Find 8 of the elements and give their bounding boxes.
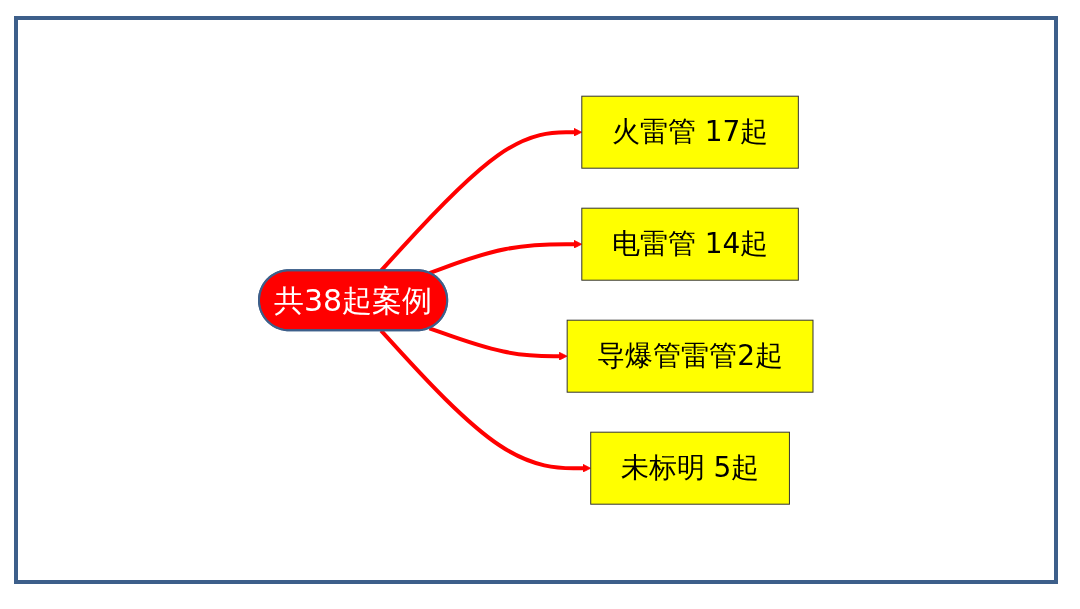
node-box (581, 95, 799, 169)
node-box (590, 431, 790, 505)
arrow (379, 329, 592, 473)
node-box (566, 319, 814, 393)
arrow (428, 239, 583, 275)
node-box (581, 207, 799, 281)
arrow (428, 326, 568, 361)
slide-frame: 共38起案例 火雷管 17起 电雷管 14起 导爆管雷管2起 未标明 5起 (14, 16, 1058, 584)
